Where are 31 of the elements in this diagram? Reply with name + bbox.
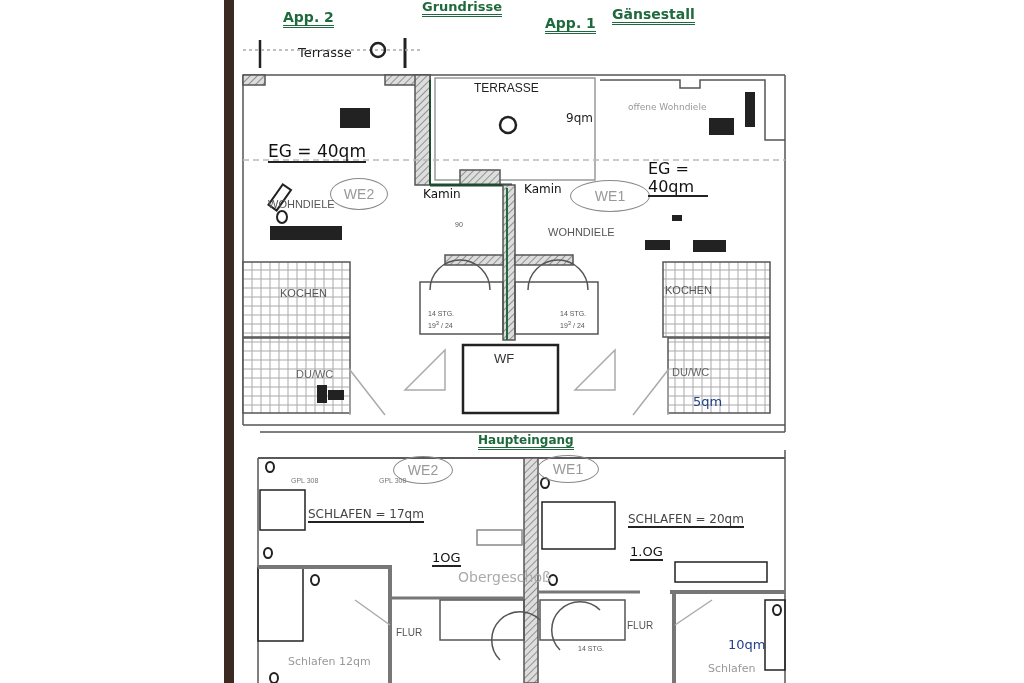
apartment-label: App. 2	[283, 10, 334, 29]
room-label: Terrasse	[298, 46, 352, 61]
room-label: WF	[494, 352, 515, 367]
area-label: EG = 40qm	[648, 160, 708, 198]
room-label: SCHLAFEN = 17qm	[308, 508, 424, 524]
room-label: DU/WC	[296, 368, 334, 381]
area-label: 9qm	[566, 112, 593, 126]
entrance-label: Haupteingang	[478, 434, 574, 451]
chimney-label: Kamin	[524, 183, 562, 197]
room-label: Schlafen	[708, 663, 756, 676]
unit-label: WE2	[407, 462, 439, 478]
unit-label: WE2	[343, 186, 375, 202]
room-label: DU/WC	[672, 366, 710, 379]
heading: Grundrisse	[422, 0, 503, 18]
room-label: SCHLAFEN = 20qm	[628, 513, 744, 529]
room-label: FLUR	[627, 620, 654, 631]
room-label: offene Wohndiele	[628, 103, 707, 113]
area-label: 5qm	[693, 395, 723, 410]
room-label: KOCHEN	[280, 287, 328, 300]
chimney-label: Kamin	[423, 188, 461, 202]
floor-label: 1OG	[432, 551, 461, 568]
unit-label: WE1	[594, 188, 626, 204]
room-label: FLUR	[396, 627, 423, 638]
room-label: Schlafen 12qm	[288, 656, 371, 669]
apartment-label: App. 1	[545, 16, 596, 35]
room-label: KOCHEN	[665, 284, 713, 297]
room-label: WOHNDIELE	[548, 226, 615, 239]
room-label: TERRASSE	[474, 82, 539, 96]
building-label: Gänsestall	[612, 7, 695, 26]
floor-label: 1.OG	[630, 545, 663, 562]
unit-label: WE1	[552, 461, 584, 477]
